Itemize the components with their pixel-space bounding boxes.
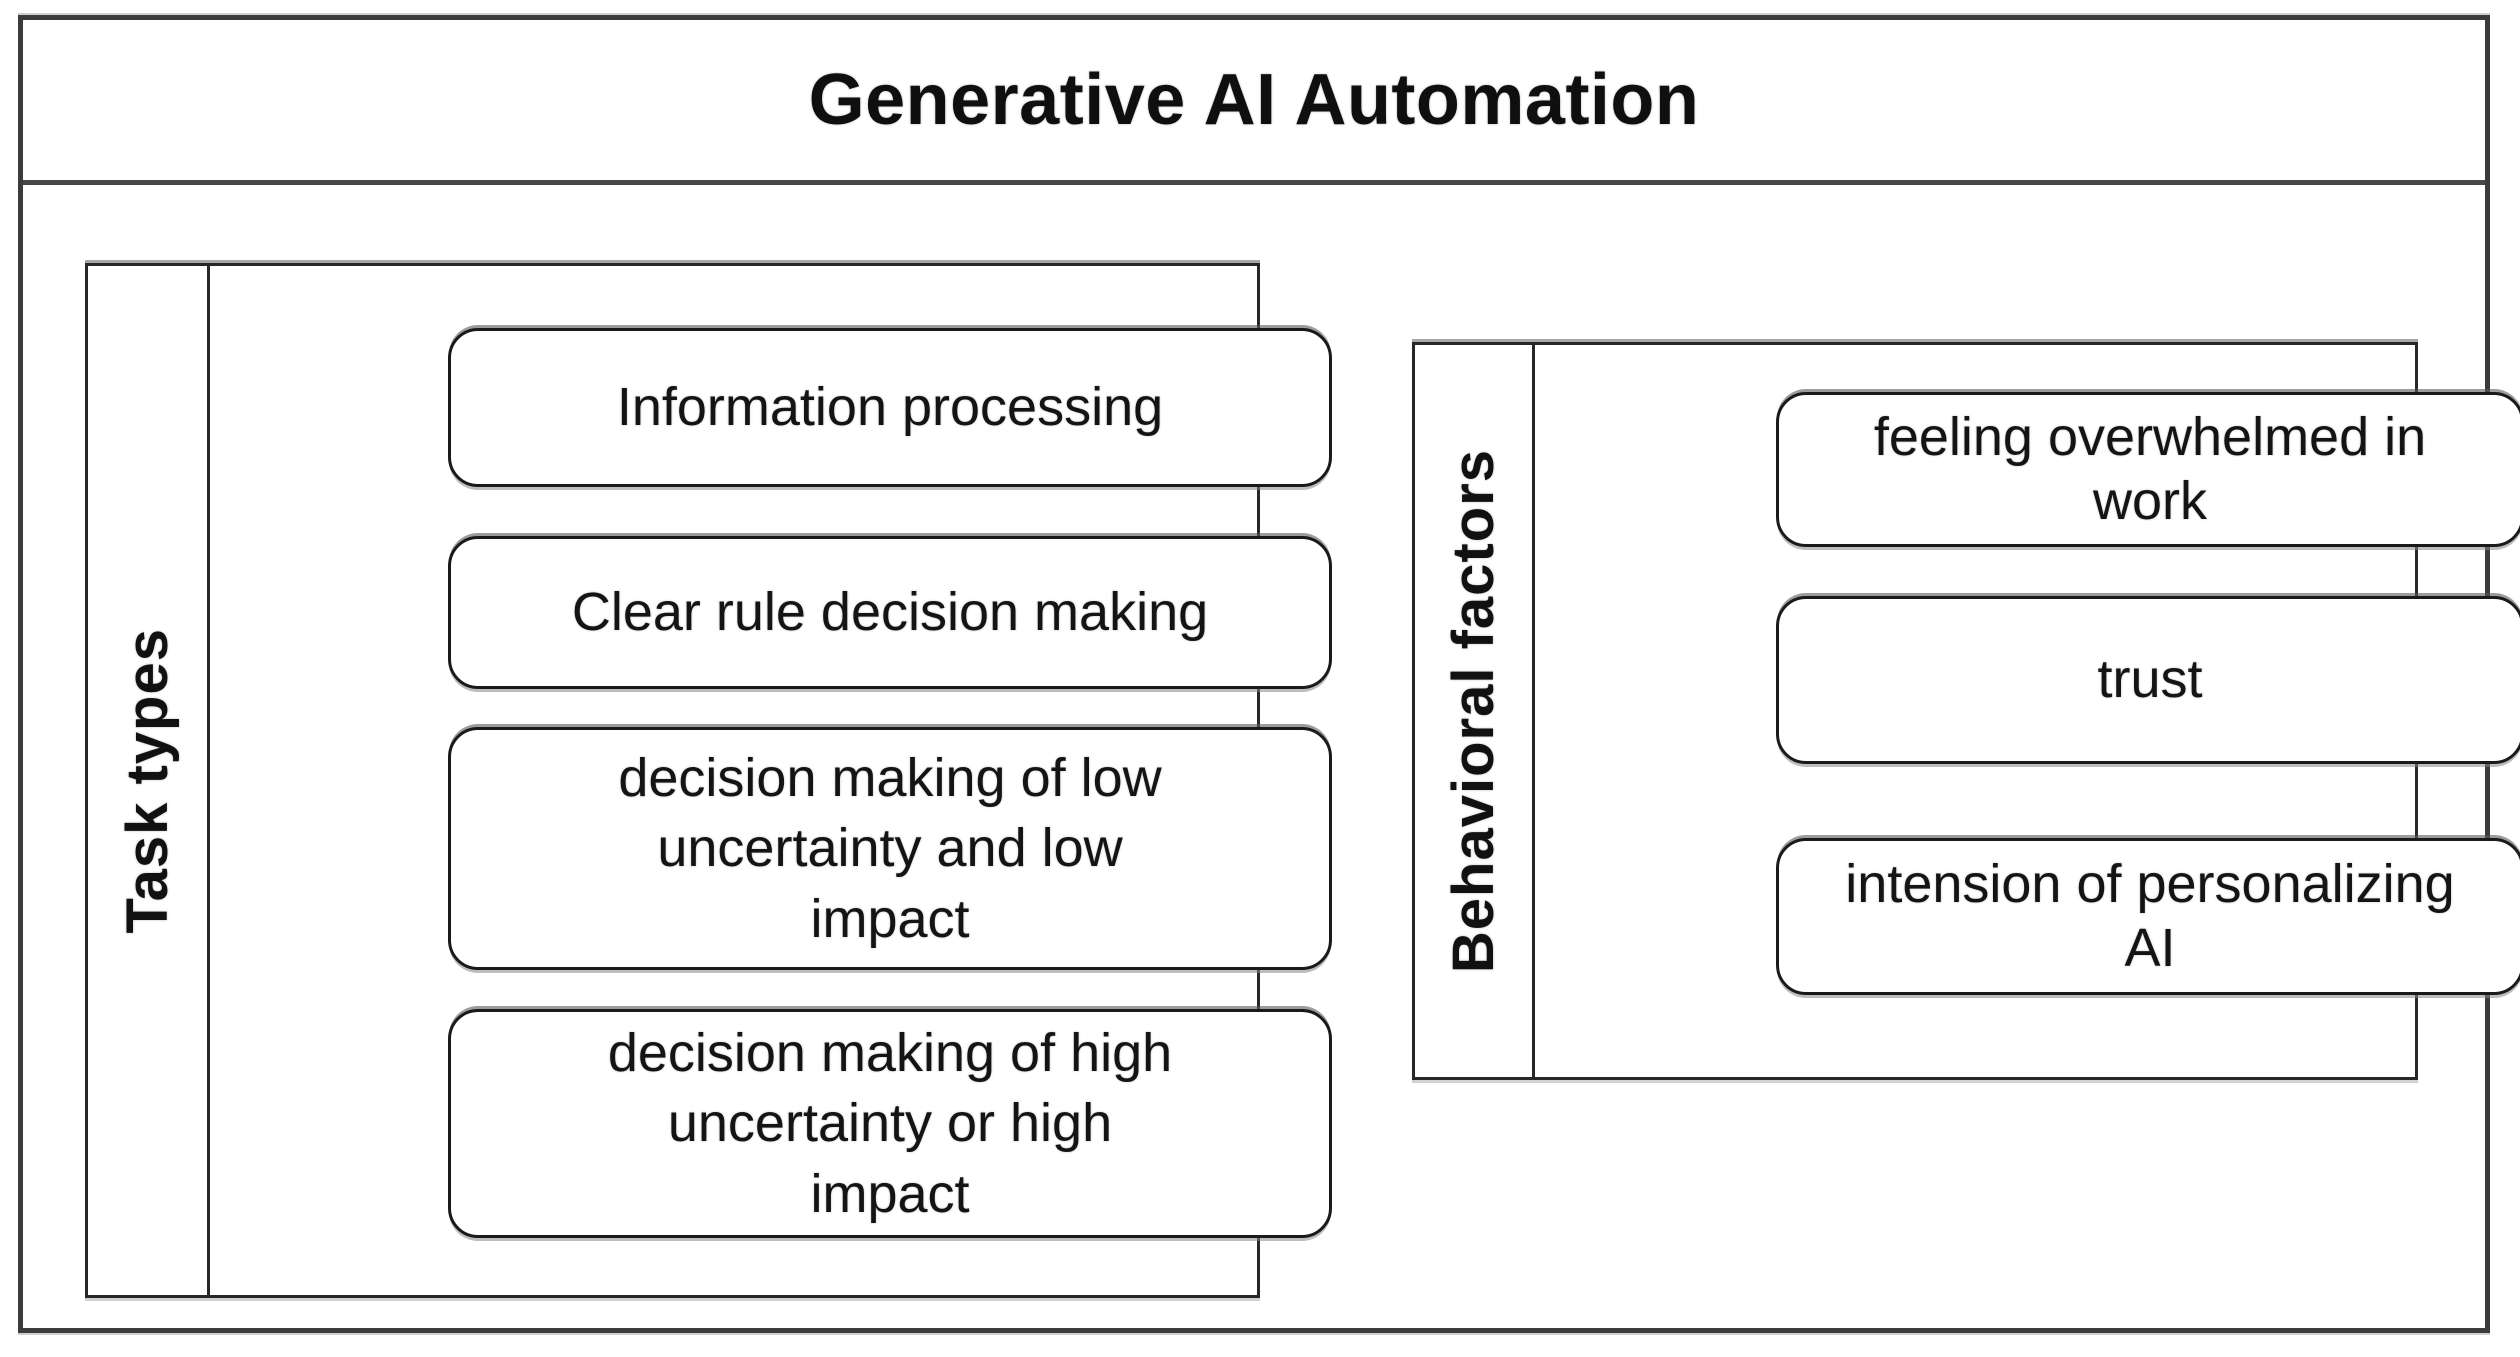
node-feeling-overwhelmed-in-work-text: feeling overwhelmed in work (1873, 407, 2427, 531)
task-types-label: Task types (115, 627, 180, 934)
node-information-processing-text: Information processing (616, 377, 1164, 438)
generative-ai-automation-frame: Generative AI Automation Task types Info… (18, 15, 2520, 1333)
behavioral-factors-panel: Behavioral factors feeling overwhelmed i… (1412, 342, 2520, 1080)
node-trust: trust (1776, 596, 2520, 764)
node-intension-of-personalizing-ai: intension of personalizing AI (1776, 838, 2520, 995)
behavioral-factors-label-strip: Behavioral factors (1415, 345, 1535, 1077)
node-decision-high-uncertainty-high-impact-text: decision making of high uncertainty or h… (607, 1023, 1173, 1224)
node-trust-text: trust (2097, 649, 2203, 710)
task-types-panel: Task types Information processing Clear … (85, 263, 1332, 1298)
node-intension-of-personalizing-ai-text: intension of personalizing AI (1845, 854, 2455, 978)
figure-title: Generative AI Automation (808, 60, 1700, 140)
figure-title-bar: Generative AI Automation (23, 20, 2485, 185)
node-decision-low-uncertainty-low-impact-text: decision making of low uncertainty and l… (618, 748, 1162, 949)
node-decision-high-uncertainty-high-impact: decision making of high uncertainty or h… (448, 1009, 1332, 1238)
task-types-label-strip: Task types (88, 266, 210, 1295)
node-clear-rule-decision-making-text: Clear rule decision making (571, 582, 1209, 643)
task-types-content: Information processing Clear rule decisi… (210, 266, 1332, 1295)
node-information-processing: Information processing (448, 328, 1332, 487)
behavioral-factors-content: feeling overwhelmed in work trust intens… (1535, 345, 2520, 1077)
node-clear-rule-decision-making: Clear rule decision making (448, 536, 1332, 689)
node-decision-low-uncertainty-low-impact: decision making of low uncertainty and l… (448, 727, 1332, 970)
behavioral-factors-label: Behavioral factors (1441, 448, 1506, 974)
node-feeling-overwhelmed-in-work: feeling overwhelmed in work (1776, 392, 2520, 547)
